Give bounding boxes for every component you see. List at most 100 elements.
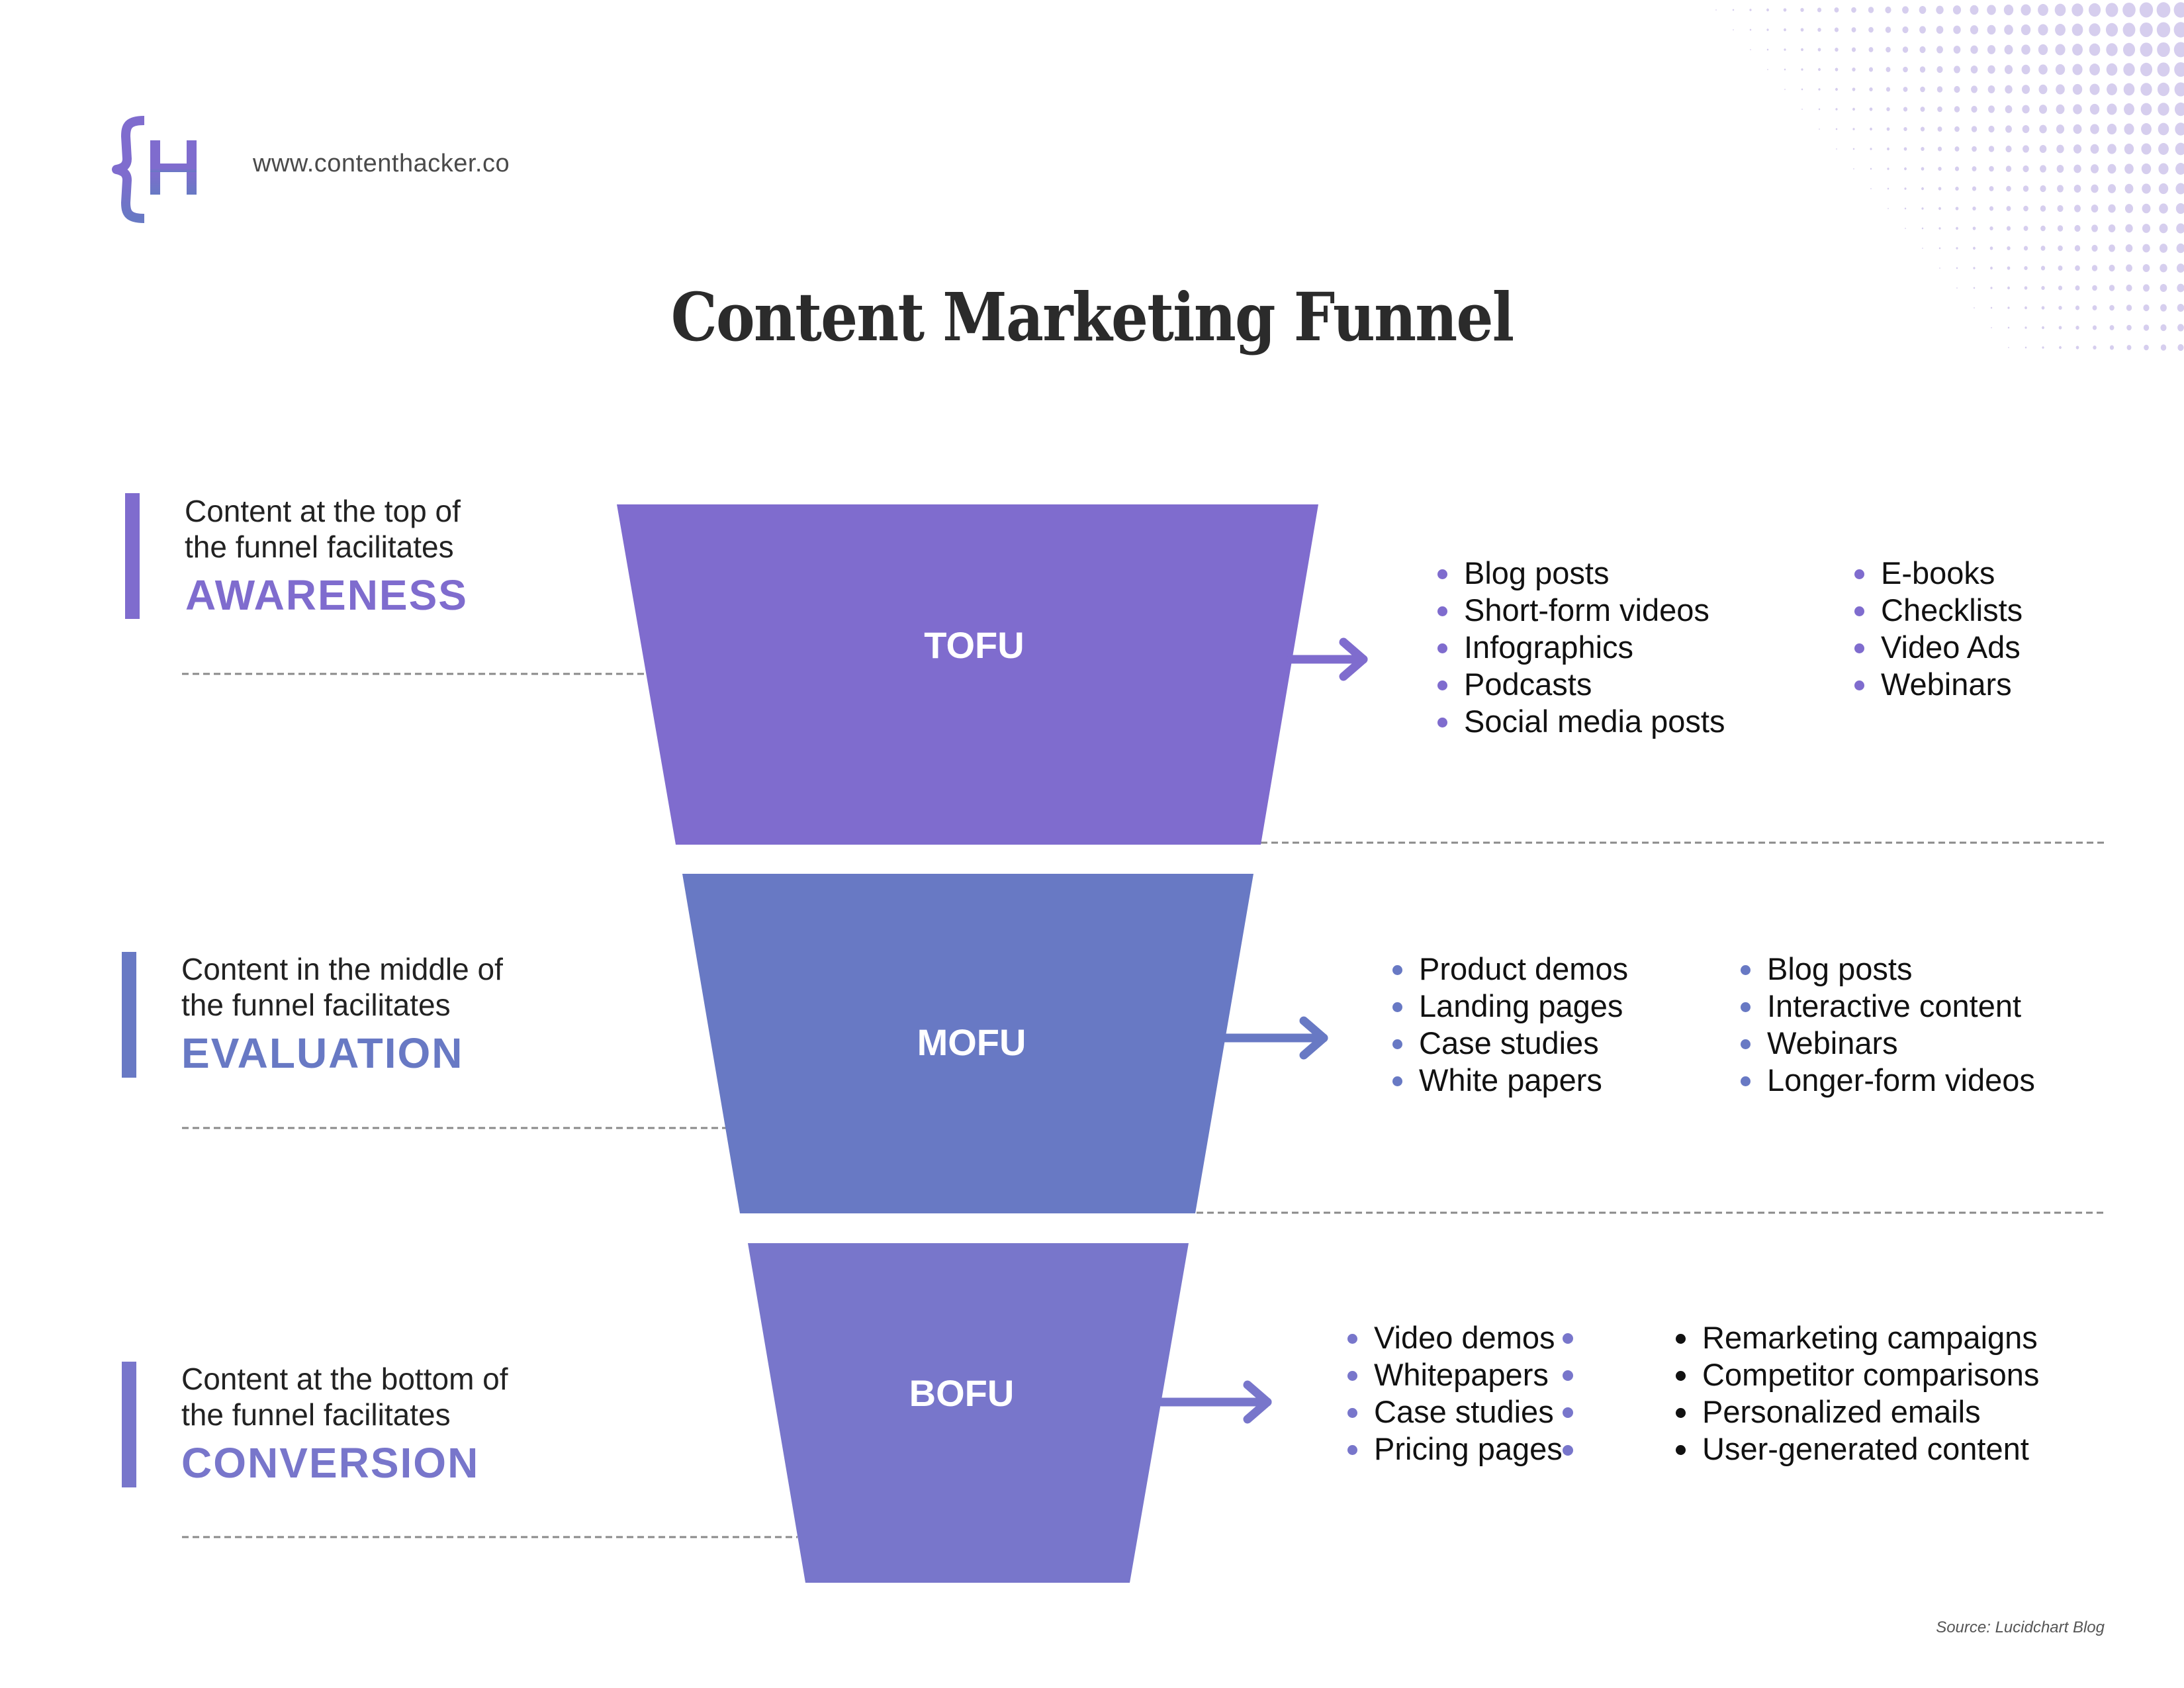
stage-description-tofu: Content at the top of the funnel facilit…	[185, 493, 461, 565]
arrow-right-icon-bofu	[1157, 1380, 1272, 1424]
funnel-segment-bofu	[748, 1243, 1189, 1583]
bullet-dot-icon	[1437, 718, 1447, 727]
logo-brace-h-icon	[112, 116, 197, 223]
content-list-item: Case studies	[1347, 1393, 1563, 1430]
stage-description-line: the funnel facilitates	[181, 988, 451, 1022]
stray-bullet-dot	[1563, 1370, 1573, 1381]
bullet-dot-icon	[1676, 1334, 1686, 1344]
content-list-item: Blog posts	[1741, 951, 2035, 988]
bullet-dot-icon	[1392, 965, 1402, 975]
content-list-item: Pricing pages	[1347, 1430, 1563, 1468]
bullet-dot-icon	[1347, 1445, 1357, 1455]
bullet-dot-icon	[1676, 1445, 1686, 1455]
content-list-item-label: Webinars	[1767, 1025, 1898, 1060]
content-list-item: Checklists	[1854, 592, 2023, 629]
stage-description-line: Content at the bottom of	[181, 1362, 508, 1396]
content-list-item: Whitepapers	[1347, 1356, 1563, 1393]
content-list-item: Remarketing campaigns	[1676, 1319, 2039, 1356]
bullet-dot-icon	[1741, 965, 1751, 975]
content-list-item-label: Video Ads	[1881, 630, 2021, 665]
funnel-segment-mofu	[682, 874, 1253, 1213]
content-list-item-label: Blog posts	[1464, 555, 1610, 590]
bullet-dot-icon	[1854, 569, 1864, 579]
content-list-item-label: Interactive content	[1767, 988, 2022, 1023]
bullet-dot-icon	[1437, 606, 1447, 616]
funnel-label-mofu: MOFU	[917, 1021, 1026, 1063]
content-list-item-label: Personalized emails	[1702, 1394, 1981, 1429]
website-url[interactable]: www.contenthacker.co	[253, 150, 510, 177]
content-list-item-label: Social media posts	[1464, 704, 1725, 739]
content-list-item-label: Longer-form videos	[1767, 1062, 2035, 1098]
bullet-dot-icon	[1676, 1371, 1686, 1381]
content-list-item-label: Whitepapers	[1374, 1357, 1549, 1392]
stage-goal-evaluation: EVALUATION	[181, 1029, 464, 1077]
content-list-item: User-generated content	[1676, 1430, 2039, 1468]
content-list-item-label: Remarketing campaigns	[1702, 1320, 2038, 1355]
content-list-item-label: E-books	[1881, 555, 1995, 590]
content-list-item-label: Short-form videos	[1464, 592, 1709, 628]
stray-bullet-dot	[1563, 1445, 1573, 1456]
content-list-item-label: User-generated content	[1702, 1431, 2029, 1466]
stray-bullet-dot	[1563, 1407, 1573, 1418]
content-list-item: Webinars	[1854, 666, 2023, 703]
bullet-dot-icon	[1392, 1002, 1402, 1012]
stage-accent-bar-tofu	[125, 493, 140, 619]
content-list-item-label: Webinars	[1881, 667, 2012, 702]
content-list-item-label: White papers	[1419, 1062, 1602, 1098]
page-title-text: Content Marketing Funnel	[670, 278, 1514, 356]
content-list-item: White papers	[1392, 1062, 1628, 1099]
content-list-item-label: Landing pages	[1419, 988, 1623, 1023]
bullet-dot-icon	[1741, 1039, 1751, 1049]
content-list-item: Video demos	[1347, 1319, 1563, 1356]
stage-description-line: the funnel facilitates	[181, 1397, 451, 1432]
bullet-dot-icon	[1854, 643, 1864, 653]
bullet-dot-icon	[1437, 643, 1447, 653]
bullet-dot-icon	[1437, 680, 1447, 690]
content-list-item: Podcasts	[1437, 666, 1725, 703]
content-list-item: Webinars	[1741, 1025, 2035, 1062]
content-list-item: Infographics	[1437, 629, 1725, 666]
funnel-segment-tofu	[617, 504, 1318, 845]
source-credit: Source: Lucidchart Blog	[1936, 1618, 2105, 1636]
content-list-item-label: Case studies	[1419, 1025, 1599, 1060]
bullet-dot-icon	[1392, 1076, 1402, 1086]
content-list-item: Interactive content	[1741, 988, 2035, 1025]
content-list-item: Longer-form videos	[1741, 1062, 2035, 1099]
stage-description-line: Content at the top of	[185, 494, 461, 528]
bullet-dot-icon	[1854, 606, 1864, 616]
bullet-dot-icon	[1741, 1002, 1751, 1012]
bullet-dot-icon	[1347, 1371, 1357, 1381]
content-list-item: Case studies	[1392, 1025, 1628, 1062]
content-list-item: Blog posts	[1437, 555, 1725, 592]
content-list-item-label: Blog posts	[1767, 951, 1913, 986]
content-list-item-label: Podcasts	[1464, 667, 1592, 702]
page-title: Content Marketing Funnel	[0, 278, 2184, 356]
arrow-right-icon-tofu	[1286, 637, 1368, 681]
stray-bullet-dot	[1563, 1333, 1573, 1344]
content-list-item: Personalized emails	[1676, 1393, 2039, 1430]
content-list-item: Product demos	[1392, 951, 1628, 988]
content-list-item-label: Competitor comparisons	[1702, 1357, 2040, 1392]
content-list-item-label: Product demos	[1419, 951, 1629, 986]
content-list-item: Short-form videos	[1437, 592, 1725, 629]
stage-description-line: Content in the middle of	[181, 952, 503, 986]
bullet-dot-icon	[1676, 1408, 1686, 1418]
bullet-dot-icon	[1347, 1408, 1357, 1418]
funnel-label-bofu: BOFU	[909, 1372, 1015, 1414]
content-list-item-label: Infographics	[1464, 630, 1634, 665]
stage-description-line: the funnel facilitates	[185, 530, 454, 564]
stage-description-mofu: Content in the middle of the funnel faci…	[181, 951, 503, 1023]
arrow-right-icon-mofu	[1220, 1016, 1328, 1060]
content-list-item: Social media posts	[1437, 703, 1725, 740]
content-list-item-label: Case studies	[1374, 1394, 1554, 1429]
content-list-item-label: Pricing pages	[1374, 1431, 1563, 1466]
stage-accent-bar-mofu	[122, 952, 136, 1078]
dashed-dividers	[182, 673, 2105, 1538]
